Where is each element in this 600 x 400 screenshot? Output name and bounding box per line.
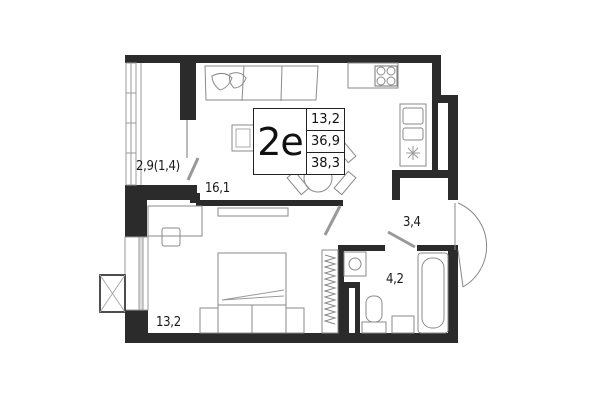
bedroom-window	[99, 236, 149, 313]
sink	[402, 107, 424, 125]
balcony-door-swing	[186, 157, 200, 181]
cooktop	[374, 65, 398, 87]
wall-balcony-corner	[125, 55, 131, 63]
balcony-glazing	[125, 62, 142, 186]
wall-right-lower	[448, 250, 458, 343]
furniture	[147, 62, 449, 334]
walls	[125, 55, 458, 343]
entrance-door-arc	[457, 202, 488, 288]
doors	[186, 120, 488, 288]
bedroom-door	[323, 205, 342, 236]
wall-left-mid	[125, 185, 147, 237]
sofa	[204, 65, 319, 101]
room-area-bathroom: 4,2	[386, 272, 404, 287]
kitchen-counter	[347, 62, 399, 89]
area-summary: 13,2 36,9 38,3	[307, 109, 344, 174]
nightstand-left	[199, 307, 219, 334]
nightstand-right	[285, 307, 305, 334]
wall-shaft-left	[344, 287, 349, 333]
room-area-bedroom: 13,2	[156, 315, 181, 330]
wall-bedroom-top-end	[190, 193, 200, 203]
wall-bath-top-right	[417, 245, 458, 251]
desk-chair	[161, 227, 181, 247]
wardrobe	[321, 249, 339, 334]
wall-right-upper	[448, 95, 458, 200]
kitchen-counter-right	[399, 103, 427, 167]
desk	[147, 205, 203, 237]
toilet	[365, 295, 383, 323]
washing-machine	[343, 251, 367, 277]
wall-bedroom-top	[196, 200, 343, 206]
cushion	[211, 72, 233, 91]
room-area-living: 16,1	[205, 181, 230, 196]
bath-sink	[391, 315, 415, 334]
bathroom-door	[387, 230, 416, 249]
wall-top-right	[432, 55, 441, 103]
living-area: 13,2	[307, 109, 344, 131]
wall-bath-top-left	[338, 245, 385, 251]
apartment-tag: 2е 13,2 36,9 38,3	[253, 108, 345, 175]
room-area-hallway: 3,4	[403, 215, 421, 230]
wall-bath-left	[338, 245, 344, 343]
wall-shaft-top	[344, 282, 360, 288]
wall-column-upper	[180, 63, 196, 120]
shelf	[217, 207, 289, 217]
total-area-with-balcony: 38,3	[311, 156, 340, 171]
fridge-icon	[406, 146, 420, 160]
wall-top	[125, 55, 441, 63]
wall-left-lower	[125, 310, 148, 343]
total-area: 36,9	[307, 131, 344, 153]
apartment-type: 2е	[254, 109, 307, 174]
bathtub	[417, 252, 449, 334]
wall-bottom	[125, 333, 458, 343]
wall-duct	[432, 103, 438, 175]
wall-hall-stub	[392, 170, 400, 200]
wall-hall-top	[392, 170, 458, 178]
room-area-balcony: 2,9(1,4)	[136, 159, 180, 174]
wall-shaft-right	[355, 282, 360, 335]
wall-step	[432, 95, 458, 103]
